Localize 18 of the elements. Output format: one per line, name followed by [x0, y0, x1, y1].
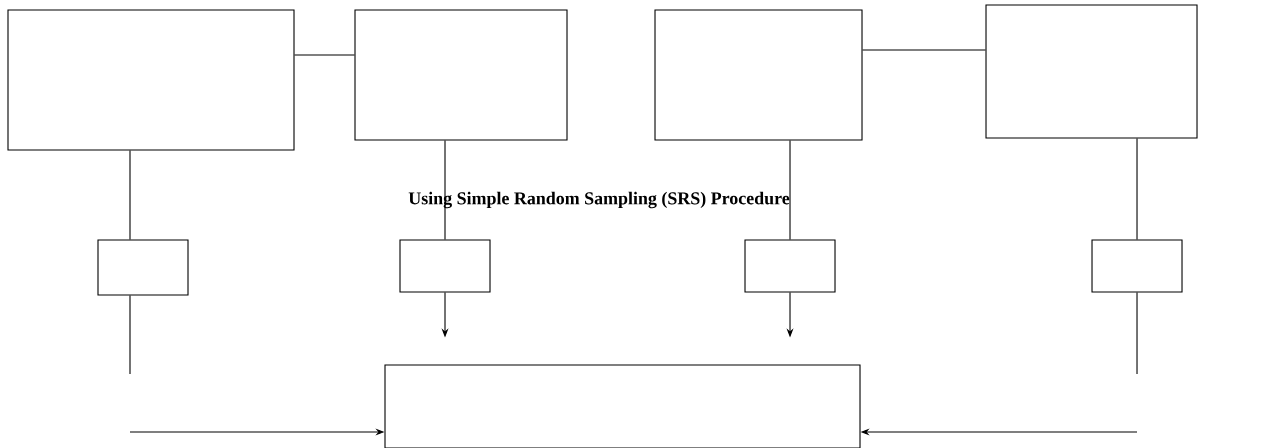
heading-text: Using Simple Random Sampling (SRS) Procedure: [408, 191, 790, 209]
connector-line: [129, 150, 131, 240]
empty-box: [97, 239, 189, 296]
connector-line: [129, 295, 131, 375]
connector-line: [1136, 292, 1138, 375]
empty-box: [1091, 239, 1183, 293]
connector-line: [789, 140, 791, 240]
empty-box: [744, 239, 836, 293]
empty-box: [384, 364, 861, 448]
connector-line: [294, 54, 355, 56]
empty-box: [399, 239, 491, 293]
empty-box: [654, 9, 863, 141]
connector-line: [444, 140, 446, 240]
connector-line: [1136, 138, 1138, 240]
empty-box: [7, 9, 295, 151]
connector-line: [862, 49, 986, 51]
empty-box: [354, 9, 568, 141]
empty-box: [985, 4, 1198, 139]
